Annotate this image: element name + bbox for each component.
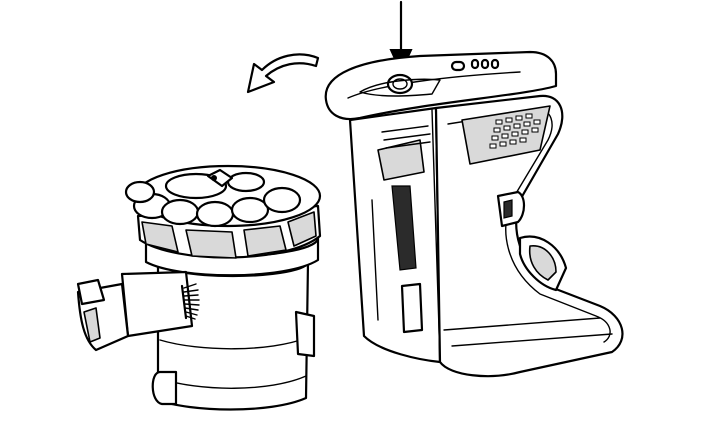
handle-grip xyxy=(434,94,624,378)
vacuum-handle-unit xyxy=(324,50,624,378)
brush-fringe xyxy=(180,283,200,320)
curved-arrow-left-icon xyxy=(246,53,320,94)
dust-cup-assembly xyxy=(76,164,322,411)
inlet-tube xyxy=(120,270,194,338)
release-button-icon xyxy=(386,73,414,95)
bin-latch xyxy=(151,370,178,406)
